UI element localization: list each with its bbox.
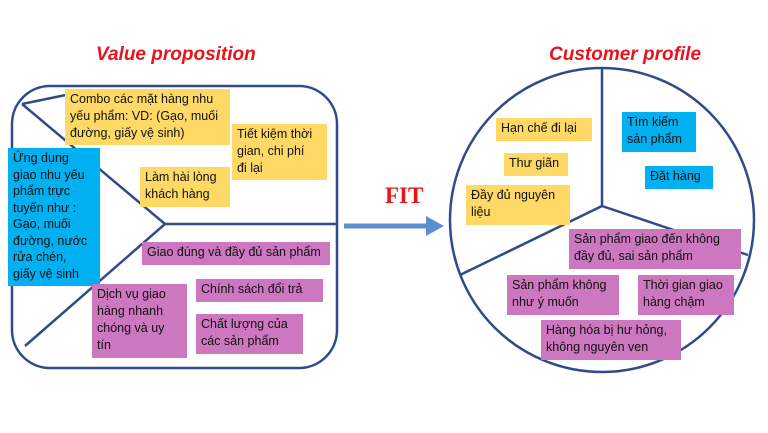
pain-note: Hàng hóa bị hư hỏng, không nguyên ven [541,320,681,360]
gain-creator-note: Làm hài lòng khách hàng [140,167,230,207]
pain-reliever-note: Dịch vụ giao hàng nhanh chóng và uy tín [92,284,187,358]
pain-note: Thời gian giao hàng chậm [638,275,734,315]
gain-note: Hạn chế đi lại [496,118,592,141]
pain-note: Sản phẩm giao đến không đầy đủ, sai sản … [569,229,741,269]
pain-note: Sản phẩm không như ý muốn [507,275,619,315]
gain-note: Thư giãn [504,153,568,176]
pain-reliever-note: Giao đúng và đầy đủ sản phẩm [142,242,330,265]
pain-reliever-note: Chất lượng của các sản phẩm [196,314,303,354]
job-note: Đặt hàng [645,166,713,189]
products-services-note: Ứng dụng giao nhu yếu phẩm trực tuyến nh… [8,148,100,286]
gain-creator-note: Combo các mặt hàng nhu yếu phẩm: VD: (Gạ… [65,89,230,145]
customer-profile-title: Customer profile [549,44,702,65]
customer-divider-left [459,204,603,277]
fit-arrow-head [426,216,444,236]
job-note: Tìm kiếm sản phẩm [622,112,696,152]
pain-reliever-note: Chính sách đổi trả [196,279,323,302]
value-proposition-title: Value proposition [96,44,256,65]
fit-label: FIT [385,183,424,208]
gain-creator-note: Tiết kiệm thời gian, chi phí đi lại [232,124,327,180]
gain-note: Đầy đủ nguyên liệu [466,185,570,225]
